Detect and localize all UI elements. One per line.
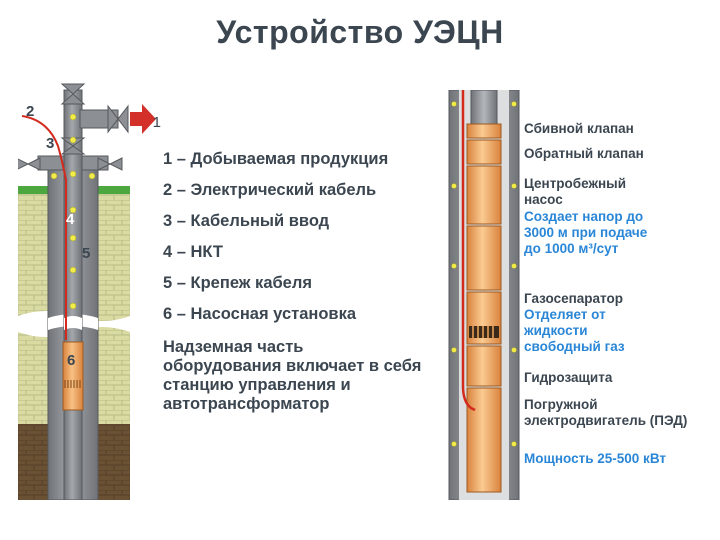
label-gas-separator: Газосепаратор xyxy=(524,291,623,306)
label-knock-valve: Сбивной клапан xyxy=(524,121,634,136)
legend-item-5: 5 – Крепеж кабеля xyxy=(163,274,312,292)
label-check-valve: Обратный клапан xyxy=(524,146,644,161)
pump-section-1 xyxy=(466,165,502,225)
cable-clamps xyxy=(50,113,96,310)
well-diagram: 1 2 3 4 5 6 xyxy=(18,83,161,500)
cable xyxy=(21,115,67,340)
legend-item-3: 3 – Кабельный ввод xyxy=(163,212,330,230)
page-title: Устройство УЭЦН xyxy=(216,14,504,50)
callout-6: 6 xyxy=(67,352,75,369)
label-centrifugal-pump: Центробежный насос xyxy=(524,176,627,207)
legend: 1 – Добываемая продукция 2 – Электрическ… xyxy=(163,150,425,414)
esp-cable xyxy=(461,90,476,412)
callout-4: 4 xyxy=(66,211,75,228)
pump-unit xyxy=(62,341,84,411)
production-arrow xyxy=(130,104,156,134)
label-motor-desc: Мощность 25-500 кВт xyxy=(524,451,667,466)
label-pump-desc: Создает напор до 3000 м при подаче до 10… xyxy=(524,209,648,256)
legend-item-2: 2 – Электрический кабель xyxy=(163,181,377,199)
esp-diagram xyxy=(448,90,520,500)
callout-5: 5 xyxy=(82,245,90,262)
knock-valve xyxy=(466,123,502,139)
pump-section-2 xyxy=(466,225,502,291)
motor-body xyxy=(466,387,502,493)
callout-3: 3 xyxy=(46,135,54,152)
legend-item-6: 6 – Насосная установка xyxy=(163,305,357,323)
label-protector: Гидрозащита xyxy=(524,370,613,385)
legend-item-4: 4 – НКТ xyxy=(163,243,223,261)
label-motor: Погружной электродвигатель (ПЭД) xyxy=(524,397,688,428)
callout-2: 2 xyxy=(26,103,34,120)
check-valve xyxy=(466,139,502,165)
callout-1: 1 xyxy=(153,114,161,131)
protector-body xyxy=(466,345,502,387)
label-gas-desc: Отделяет от жидкости свободный газ xyxy=(524,307,625,354)
legend-item-1: 1 – Добываемая продукция xyxy=(163,150,389,168)
legend-note: Надземная часть оборудования включает в … xyxy=(163,338,422,413)
